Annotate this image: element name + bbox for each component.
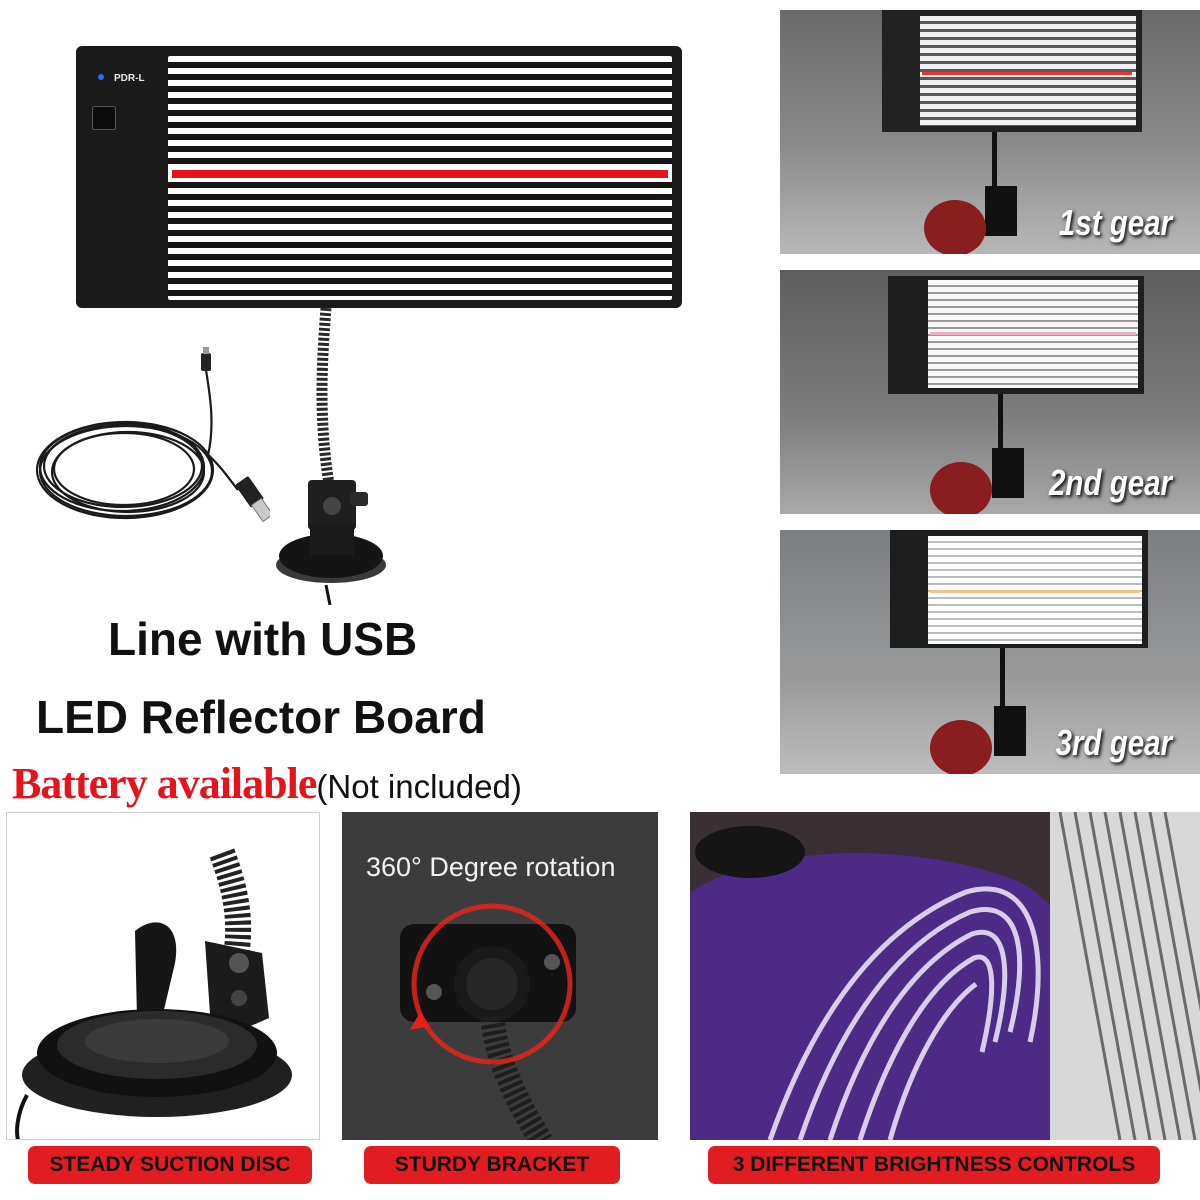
gear-label-3: 3rd gear <box>1055 722 1172 763</box>
title-led-reflector-board: LED Reflector Board <box>36 691 486 743</box>
title-line-with-usb: Line with USB <box>108 613 418 665</box>
caption-brightness-controls: 3 DIFFERENT BRIGHTNESS CONTROLS <box>708 1146 1160 1184</box>
bracket-rotation-photo: 360° Degree rotation <box>342 812 658 1140</box>
gear-photo-3: 3rd gear <box>780 530 1200 774</box>
led-reflector-board <box>76 46 682 308</box>
suction-disc-photo <box>6 812 320 1140</box>
gear-photo-1: 1st gear <box>780 10 1200 254</box>
power-indicator-led <box>98 74 104 80</box>
battery-available-text: Battery available <box>12 759 317 808</box>
gear-label-2: 2nd gear <box>1048 462 1172 503</box>
suction-disc-illustration <box>15 848 292 1139</box>
caption-sturdy-bracket: STURDY BRACKET <box>364 1146 620 1184</box>
model-label: PDR-L <box>114 73 145 84</box>
bracket-illustration <box>400 903 576 1140</box>
power-switch <box>92 106 116 130</box>
battery-not-included-text: (Not included) <box>316 768 522 805</box>
gooseneck-stand <box>276 307 386 606</box>
gear-photo-2: 2nd gear <box>780 270 1200 514</box>
usb-cable <box>35 347 270 523</box>
rotation-text: 360° Degree rotation <box>366 852 616 882</box>
brightness-demo-photo <box>690 812 1200 1140</box>
tank-reflection-illustration <box>690 812 1200 1140</box>
battery-note: Battery available(Not included) <box>12 758 522 809</box>
caption-steady-suction-disc: STEADY SUCTION DISC <box>28 1146 312 1184</box>
reflector-stripes <box>168 56 672 300</box>
gear-label-1: 1st gear <box>1058 202 1172 243</box>
